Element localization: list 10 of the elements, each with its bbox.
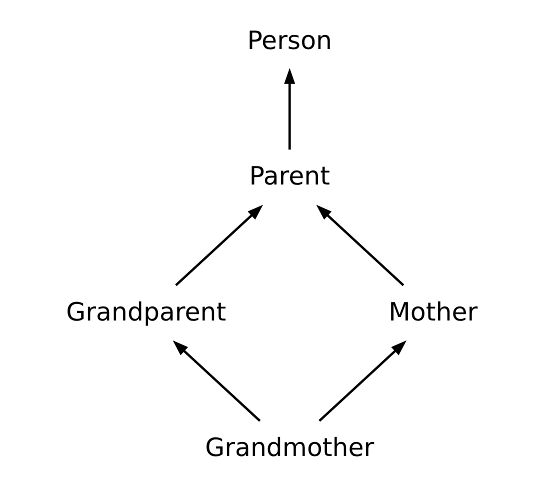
node-text: Grandmother (204, 432, 374, 462)
arrow (318, 340, 406, 422)
node-text: Mother (388, 297, 478, 326)
arrow (172, 340, 260, 422)
arrow (174, 204, 263, 286)
node-text: Parent (248, 162, 330, 191)
arrow (284, 68, 295, 150)
node-text: Grandparent (66, 297, 226, 326)
node-text: Person (246, 26, 332, 56)
arrow (316, 204, 404, 286)
